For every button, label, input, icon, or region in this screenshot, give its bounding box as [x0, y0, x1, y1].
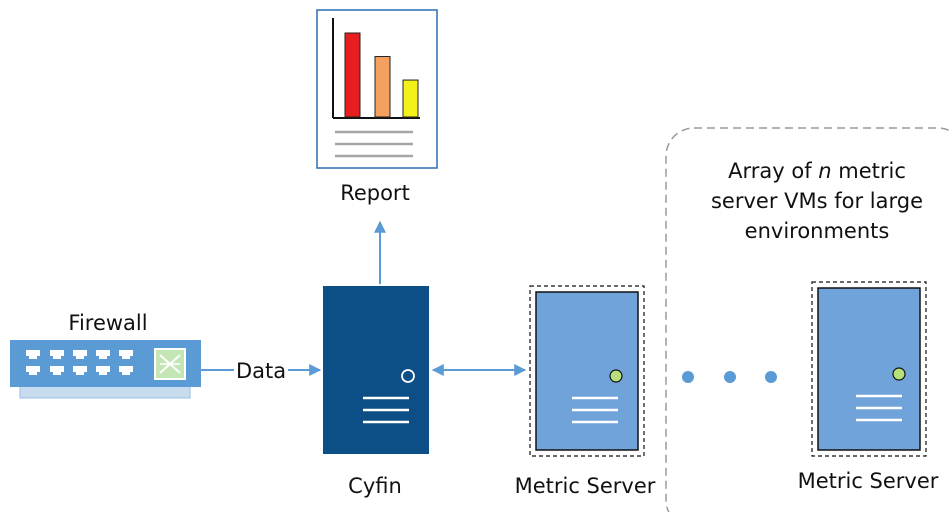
- switch-port-icon: [119, 366, 133, 375]
- cyfin-server-icon: [323, 286, 429, 454]
- status-light: [401, 369, 415, 383]
- array-note-line-1: Array of n metric: [728, 159, 906, 183]
- switch-port-icon: [119, 350, 133, 359]
- switch-port-icon: [50, 350, 64, 359]
- report-chart-bar: [402, 79, 419, 118]
- switch-port-icon: [73, 366, 87, 375]
- metric-server-label: Metric Server: [798, 469, 939, 493]
- metric-server-array-boundary: [665, 127, 949, 512]
- switch-port-icon: [26, 350, 40, 359]
- switch-crossover-icon: [154, 348, 186, 380]
- report-document-icon: [316, 9, 438, 169]
- array-note-line-2: server VMs for large: [711, 189, 923, 213]
- metric-server-icon: [529, 285, 645, 457]
- cyfin-label: Cyfin: [348, 474, 402, 498]
- metric-server-icon: [811, 281, 927, 457]
- switch-port-icon: [96, 350, 110, 359]
- array-note-line-3: environments: [745, 219, 890, 243]
- metric-server-label: Metric Server: [515, 474, 656, 498]
- ellipsis-dots-icon: [682, 371, 777, 383]
- switch-port-icon: [73, 350, 87, 359]
- report-label: Report: [340, 181, 410, 205]
- status-light: [892, 367, 906, 381]
- switch-port-icon: [26, 366, 40, 375]
- report-chart-bar: [374, 56, 391, 118]
- switch-port-icon: [50, 366, 64, 375]
- network-switch-icon: [10, 340, 201, 399]
- status-light: [609, 369, 623, 383]
- report-chart-bar: [344, 32, 361, 118]
- firewall-label: Firewall: [68, 311, 147, 335]
- data-flow-label: Data: [236, 359, 286, 383]
- switch-port-icon: [96, 366, 110, 375]
